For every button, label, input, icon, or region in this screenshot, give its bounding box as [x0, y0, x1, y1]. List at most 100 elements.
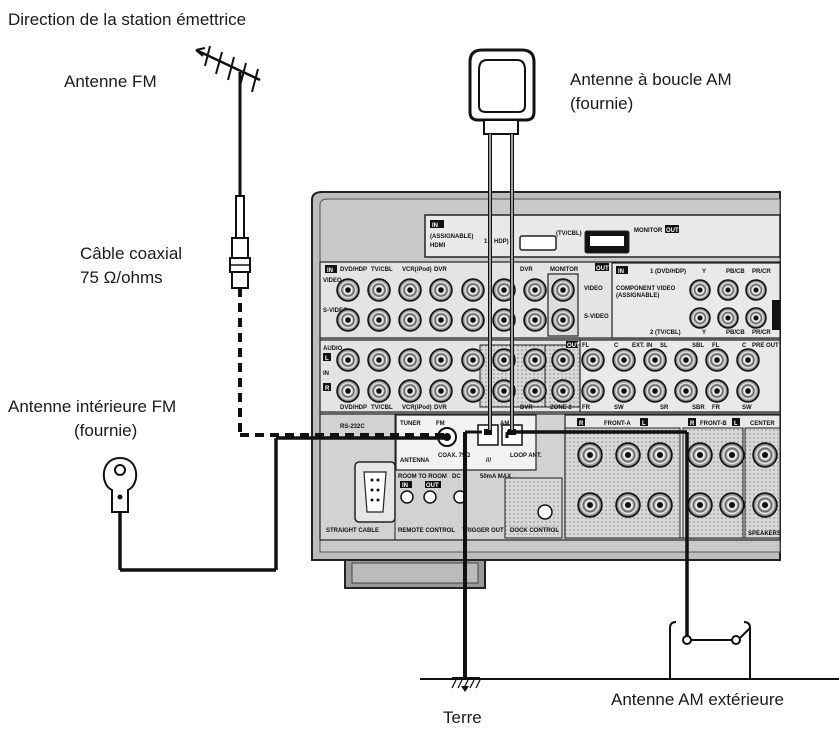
- am-loop-label-line1: Antenne à boucle AM: [570, 70, 732, 89]
- hdmi-in-tag: IN: [432, 223, 438, 229]
- svg-text:MONITOR: MONITOR: [634, 228, 663, 234]
- audio-jack-pin: [376, 388, 382, 394]
- preout-jack-pin: [621, 357, 627, 363]
- video-jack-pin: [407, 287, 413, 293]
- svg-text:VIDEO: VIDEO: [584, 286, 603, 292]
- audio-jack-pin: [345, 388, 351, 394]
- svg-text:SBL: SBL: [692, 343, 704, 349]
- svg-text:(ASSIGNABLE): (ASSIGNABLE): [616, 293, 659, 299]
- preout-jack-pin: [714, 357, 720, 363]
- svg-text:IN: IN: [618, 269, 624, 275]
- svg-text:COAX. 75Ω: COAX. 75Ω: [438, 453, 470, 459]
- preout-jack-pin: [683, 388, 689, 394]
- svg-text:2 (TV/CBL): 2 (TV/CBL): [650, 330, 681, 336]
- svg-text:FL: FL: [712, 343, 720, 349]
- preout-jack-pin: [745, 388, 751, 394]
- svg-text:TRIGGER OUT: TRIGGER OUT: [462, 528, 504, 534]
- svg-text:SPEAKERS: SPEAKERS: [748, 531, 781, 537]
- svg-text:L: L: [642, 421, 646, 427]
- ground-label: Terre: [443, 708, 482, 727]
- svg-text:R: R: [325, 386, 330, 392]
- direction-label: Direction de la station émettrice: [8, 10, 247, 29]
- video-jack-pin: [376, 287, 382, 293]
- svg-text:VCR(iPod): VCR(iPod): [402, 267, 432, 273]
- speaker-terminal-pin: [729, 452, 735, 458]
- svg-text:OUT: OUT: [426, 483, 439, 489]
- audio-jack-pin: [376, 357, 382, 363]
- svg-text:HDMI: HDMI: [430, 243, 446, 249]
- hdmi-section: IN (ASSIGNABLE) HDMI 1 HDP) 2 (TV/CBL) M…: [424, 214, 781, 258]
- svg-text:SR: SR: [660, 405, 669, 411]
- svg-text:DC 1: DC 1: [452, 474, 466, 480]
- fm-antenna-label: Antenne FM: [64, 72, 157, 91]
- speaker-terminal-pin: [625, 452, 631, 458]
- zone2-jack-pin: [560, 388, 566, 394]
- audio-jack-pin: [470, 357, 476, 363]
- svg-text:1: 1: [484, 239, 488, 245]
- preout-jack-pin: [590, 388, 596, 394]
- svg-text:L: L: [734, 421, 738, 427]
- video-jack-pin: [470, 287, 476, 293]
- svg-text:RS-232C: RS-232C: [340, 424, 365, 430]
- audio-section: AUDIO L IN R DVD/HDP TV/CBL VCR(iPod) DV…: [319, 339, 781, 413]
- svg-text:ROOM TO ROOM: ROOM TO ROOM: [398, 474, 447, 480]
- svg-text:Y: Y: [702, 269, 706, 275]
- svg-text:(ASSIGNABLE): (ASSIGNABLE): [430, 234, 473, 240]
- svg-text:SL: SL: [660, 343, 668, 349]
- svg-text:FR: FR: [712, 405, 721, 411]
- svg-text:PB/CB: PB/CB: [726, 269, 745, 275]
- video-jack-pin: [345, 287, 351, 293]
- preout-jack-pin: [590, 357, 596, 363]
- monitor-video-jack-pin: [560, 287, 566, 293]
- svg-text:CENTER: CENTER: [750, 421, 775, 427]
- svg-text:S-VIDEO: S-VIDEO: [584, 314, 609, 320]
- speaker-terminal-pin: [729, 502, 735, 508]
- monitor-svideo-jack-pin: [560, 317, 566, 323]
- svg-text:DVR: DVR: [434, 267, 447, 273]
- svg-text:DVD/HDP: DVD/HDP: [340, 267, 367, 273]
- preout-jack-pin: [683, 357, 689, 363]
- svg-text:C: C: [614, 343, 619, 349]
- speaker-terminal-pin: [657, 452, 663, 458]
- svg-text:FL: FL: [582, 343, 590, 349]
- svg-text:R: R: [690, 421, 695, 427]
- audio-jack-pin: [438, 357, 444, 363]
- svideo-jack-pin: [407, 317, 413, 323]
- svg-text:///: ///: [486, 458, 491, 464]
- audio-jack-pin: [438, 388, 444, 394]
- svg-text:50mA MAX.: 50mA MAX.: [480, 474, 513, 480]
- svg-text:ZONE 2: ZONE 2: [550, 405, 572, 411]
- preout-jack-pin: [745, 357, 751, 363]
- audio-jack-pin: [532, 357, 538, 363]
- audio-jack-pin: [345, 357, 351, 363]
- svg-text:STRAIGHT CABLE: STRAIGHT CABLE: [326, 528, 379, 534]
- svg-text:C: C: [742, 343, 747, 349]
- fm-indoor-antenna-icon: [102, 436, 445, 572]
- svideo-jack-pin: [470, 317, 476, 323]
- svg-text:FM: FM: [436, 421, 445, 427]
- component-jack-pin: [697, 315, 703, 321]
- speaker-terminal-pin: [587, 502, 593, 508]
- am-outdoor-label: Antenne AM extérieure: [611, 690, 784, 709]
- svg-text:FRONT-B: FRONT-B: [700, 421, 727, 427]
- svg-text:EXT. IN: EXT. IN: [632, 343, 652, 349]
- video-jack-pin: [501, 287, 507, 293]
- svg-text:AUDIO: AUDIO: [323, 346, 343, 352]
- component-jack-pin: [753, 287, 759, 293]
- svg-text:S-VIDEO: S-VIDEO: [323, 308, 348, 314]
- svideo-jack-pin: [345, 317, 351, 323]
- speaker-terminal-pin: [697, 502, 703, 508]
- svg-text:SW: SW: [742, 405, 752, 411]
- svg-text:MONITOR: MONITOR: [550, 267, 579, 273]
- svg-text:DVR: DVR: [520, 405, 533, 411]
- speaker-terminal-pin: [587, 452, 593, 458]
- am-loop-antenna-icon: [468, 48, 536, 430]
- svg-text:VIDEO: VIDEO: [323, 278, 342, 284]
- svideo-jack-pin: [532, 317, 538, 323]
- preout-jack-pin: [652, 388, 658, 394]
- coax-label-line2: 75 Ω/ohms: [80, 268, 163, 287]
- video-jack-pin: [532, 287, 538, 293]
- svg-text:REMOTE CONTROL: REMOTE CONTROL: [398, 528, 455, 534]
- zone2-jack-pin: [560, 357, 566, 363]
